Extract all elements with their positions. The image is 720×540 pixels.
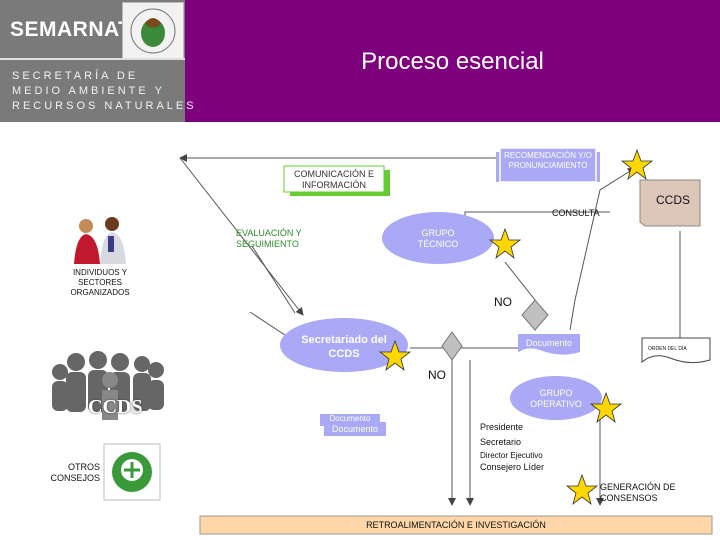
grupo-tecnico-ellipse [382, 212, 494, 264]
dept-line-3: RECURSOS NATURALES [12, 100, 197, 112]
recomendacion-box [499, 147, 597, 183]
agency-brand: SEMARNAT [10, 18, 132, 41]
role-director: Director Ejecutivo [480, 451, 543, 460]
role-secretario: Secretario [480, 437, 522, 447]
role-consejero: Consejero Líder [480, 462, 545, 472]
decision-diamond-left [441, 331, 463, 361]
role-presidente: Presidente [480, 422, 524, 432]
header-title-panel [185, 0, 720, 122]
consulta-label: CONSULTA [552, 208, 600, 218]
otros-consejos-logo-icon [103, 443, 161, 501]
ccds-logo-text: CCDS [88, 396, 143, 418]
ccds-box [639, 179, 701, 227]
star-icon [565, 473, 599, 506]
orden-del-dia-label: ORDEN DEL DÍA [648, 346, 687, 352]
individuos-label: INDIVIDUOS Y SECTORES ORGANIZADOS [70, 268, 130, 297]
recomendacion-label: RECOMENDACIÓN Y/O PRONUNCIAMIENTO [504, 151, 592, 170]
star-icon [378, 339, 412, 372]
secretariado-ellipse [280, 318, 408, 372]
dept-line-2: MEDIO AMBIENTE Y [12, 85, 165, 97]
comunicacion-label: COMUNICACIÓN E INFORMACIÓN [293, 169, 374, 190]
comunicacion-box [283, 165, 385, 193]
documento-right-label: Documento [525, 338, 573, 348]
decision-diamond-right [521, 299, 549, 331]
generacion-label: GENERACIÓN DE CONSENSOS [600, 482, 676, 503]
grupo-operativo-label: GRUPO OPERATIVO [530, 388, 582, 409]
ccds-box-label: CCDS [656, 193, 691, 207]
no-top-label: NO [494, 295, 512, 309]
dept-line-1: SECRETARÍA DE [12, 70, 139, 82]
star-icon [589, 391, 623, 424]
connector-lines [179, 154, 681, 506]
documento-right-shape [518, 334, 580, 355]
secretariado-label: Secretariado del CCDS [301, 334, 387, 360]
grupo-tecnico-label: GRUPO TÉCNICO [417, 228, 459, 249]
crowd-icon [52, 351, 164, 420]
orden-del-dia-shape [641, 337, 711, 364]
people-pair-icon [66, 217, 130, 266]
page-title: Proceso esencial [361, 48, 544, 75]
retroalimentacion-label: RETROALIMENTACIÓN E INVESTIGACIÓN [366, 520, 546, 530]
grupo-operativo-ellipse [510, 376, 602, 420]
otros-consejos-label: OTROS CONSEJOS [50, 462, 100, 483]
star-icon [488, 227, 522, 260]
documento-left-shape [324, 422, 386, 436]
documento-left-label: Documento [331, 424, 379, 434]
evaluacion-label: EVALUACIÓN Y SEGUIMIENTO [236, 228, 302, 249]
retroalimentacion-bar [199, 515, 713, 535]
no-mid-label: NO [428, 368, 446, 382]
header-divider [0, 58, 185, 60]
national-seal-icon [122, 2, 184, 60]
documento-left-back-label: Documento [329, 414, 371, 423]
star-icon [620, 148, 654, 181]
